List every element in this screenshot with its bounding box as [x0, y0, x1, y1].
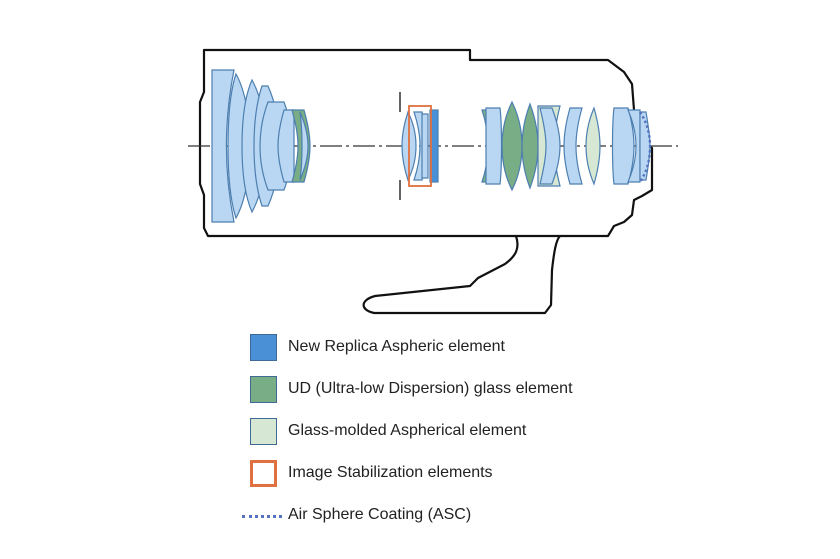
front-element-group: [211, 69, 311, 223]
legend-label: Glass-molded Aspherical element: [288, 422, 527, 439]
legend-item: UD (Ultra-low Dispersion) glass element: [0, 376, 600, 406]
legend-label: Air Sphere Coating (ASC): [288, 506, 472, 523]
rear-lens-2: [539, 107, 561, 185]
rear-lens-4: [611, 107, 635, 185]
rear-lens-ud-3: [521, 102, 539, 190]
is-group-frame: [408, 105, 432, 187]
rear-lens-ud-2: [501, 100, 523, 192]
legend-item: Glass-molded Aspherical element: [0, 418, 600, 448]
legend-item: New Replica Aspheric element: [0, 334, 600, 364]
legend-swatch: [250, 376, 277, 403]
legend-swatch: [250, 418, 277, 445]
legend-label: New Replica Aspheric element: [288, 338, 505, 355]
is-lens-element-3: [421, 113, 429, 179]
rear-lens-3: [563, 107, 583, 185]
legend-swatch: [250, 460, 277, 487]
legend-swatch: [250, 334, 277, 361]
legend-item: Image Stabilization elements: [0, 460, 600, 490]
legend-label: Image Stabilization elements: [288, 464, 493, 481]
legend-label: UD (Ultra-low Dispersion) glass element: [288, 380, 573, 397]
legend-item: Air Sphere Coating (ASC): [0, 502, 600, 532]
air-sphere-coating-curve: [638, 111, 652, 183]
replica-aspheric-element: [429, 109, 439, 183]
lens-barrel-outline: [198, 48, 654, 315]
legend-swatch: [242, 515, 282, 518]
lens-element-7: [299, 111, 309, 181]
rear-lens-1: [485, 107, 503, 185]
rear-lens-glass-molded-2: [585, 106, 601, 186]
image-stabilization-group: [401, 105, 439, 187]
rear-element-group: [481, 100, 652, 192]
lens-element-1: [211, 69, 235, 223]
lens-element-6: [277, 109, 295, 183]
